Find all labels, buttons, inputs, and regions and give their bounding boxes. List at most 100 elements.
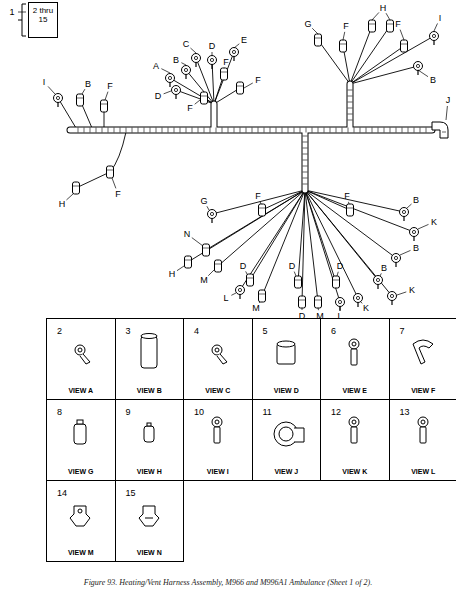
callout-letter: L [337,312,342,321]
callout-letter: F [255,192,261,201]
callout-letter: B [173,56,179,65]
view-cell: 10VIEW I [183,399,253,481]
callout-letter: F [187,104,193,113]
view-cell: 2VIEW A [46,318,116,400]
callout-letter: I [439,14,442,23]
callout-letter: N [184,230,191,239]
callout-letter: F [115,190,121,199]
leader-line [244,83,253,88]
leader-line [66,194,73,200]
leader-line [361,302,362,303]
callout-letter: F [107,82,113,91]
leader-line [246,271,247,274]
leader-line [112,178,116,188]
leader-line [164,91,171,94]
leader-line [181,63,186,65]
leader-line [418,224,429,229]
leader-line [400,30,404,40]
callout-letter: K [409,286,415,295]
leader-line [312,28,318,34]
callout-letter: B [430,76,436,85]
callout-number: 2 [57,326,62,336]
leader-line [161,69,170,73]
leader-line [260,202,262,204]
callout-letter: F [223,58,229,67]
view-label: VIEW C [184,387,252,394]
view-label: VIEW D [253,387,321,394]
callout-number: 13 [400,407,410,417]
callout-letter: F [344,192,350,201]
callout-letter: E [241,36,247,45]
view-cell: 6VIEW E [320,318,390,400]
callout-letter: K [431,218,437,227]
callout-letter: B [85,80,91,89]
callout-number: 1 [9,8,14,17]
view-cell: 7VIEW F [389,318,456,400]
callout-number: 7 [400,326,405,336]
callout-number: 3 [126,326,131,336]
callout-number: 4 [194,326,199,336]
leader-line [234,44,239,48]
leader-line [434,23,437,31]
callout-letter: D [299,312,306,321]
leader-line [397,292,406,295]
leader-line [190,48,196,53]
view-label: VIEW B [116,387,184,394]
callout-number: 10 [194,407,204,417]
callout-number: 12 [331,407,341,417]
callout-letter: K [363,304,369,313]
callout-number: 14 [57,488,67,498]
callout-letter: F [343,22,349,31]
callout-letter: G [200,197,207,206]
view-cell: 12VIEW K [320,399,390,481]
callout-letter: C [183,40,190,49]
leader-line [302,308,303,310]
view-cell: 4VIEW C [183,318,253,400]
leader-line [105,92,108,100]
view-label: VIEW M [47,549,115,556]
leader-line [337,272,338,276]
callout-letter: B [413,196,419,205]
callout-letter: D [337,262,344,271]
leader-line [207,206,209,210]
callout-letter: I [43,78,46,87]
leader-line [192,238,203,246]
leader-line [231,293,236,295]
callout-number: 6 [331,326,336,336]
leader-line [212,52,213,55]
callout-letter: H [59,200,66,209]
callout-range: 2 thru 15 [31,6,55,24]
view-label: VIEW K [321,468,389,475]
leader-line [208,270,214,276]
callout-number: 11 [263,407,272,417]
leader-line [380,273,381,276]
view-cell: 5VIEW D [252,318,322,400]
view-label: VIEW N [116,549,184,556]
view-label: VIEW H [116,468,184,475]
leader-line [407,204,412,208]
leader-line [400,250,411,255]
view-label: VIEW F [390,387,456,394]
callout-letter: A [153,62,159,71]
view-label: VIEW L [390,468,456,475]
view-cell: 3VIEW B [115,318,185,400]
leader-line [418,70,428,77]
leader-line [224,67,225,68]
callout-letter: D [209,42,216,51]
leader-line [386,13,390,20]
leader-line [446,106,447,120]
figure-caption: Figure 93. Heating/Vent Harness Assembly… [0,578,456,587]
leader-line [195,100,200,104]
view-cell: 13VIEW L [389,399,456,481]
callout-letter: H [380,4,387,13]
leader-line [348,202,350,204]
view-cell: 9VIEW H [115,399,185,481]
callout-bracket-box: 2 thru 15 [28,2,58,38]
callout-number: 8 [57,407,62,417]
callout-number: 9 [126,407,131,417]
callout-letter: D [155,92,162,101]
callout-letter: L [223,294,228,303]
callout-number: 15 [126,488,136,498]
callout-letter: M [252,304,260,313]
view-cell: 15VIEW N [115,480,185,562]
